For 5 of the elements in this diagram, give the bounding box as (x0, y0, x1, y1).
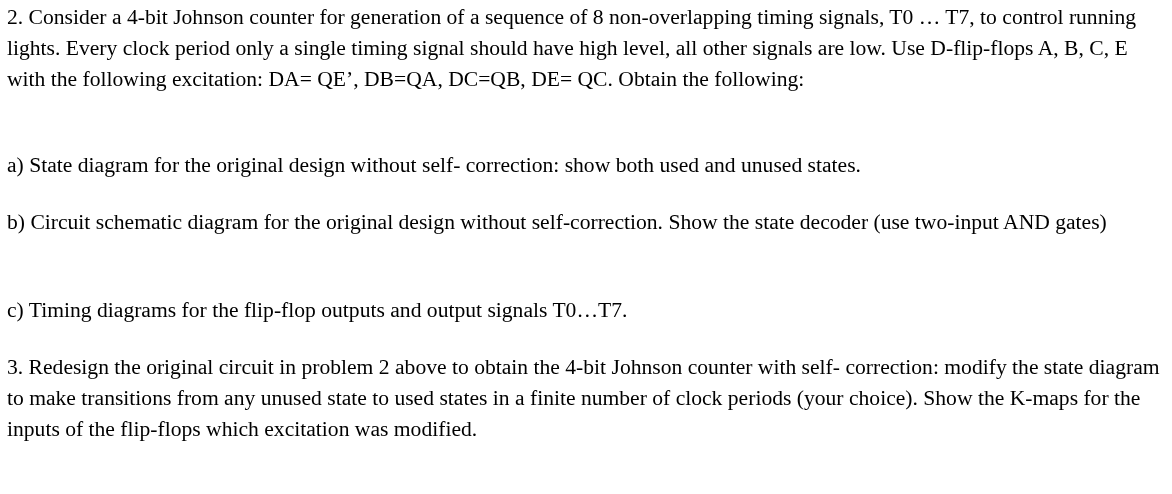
paragraph: a) State diagram for the original design without self- correction: show both used and unused states. (7, 152, 862, 179)
paragraph: 2. Consider a 4-bit Johnson counter for generation of a sequence of 8 non-overlapping timing signals, T0 … T7, to control running lights. Every clock period only a single timing signal should have high level, all other signals are low. Use D-flip-flops A, B, C, E with the following excitation: DA= QE’, DB=QA, DC=QB, DE= QC. Obtain the following: (7, 4, 1138, 93)
paragraph: 3. Redesign the original circuit in problem 2 above to obtain the 4-bit Johnson counter with self- correction: modify the state diagram to make transitions from any unused state to used states in a finite number of clock periods (your choice). Show the K-maps for the inputs of the flip-flops which excitation was modified. (7, 354, 1161, 443)
paragraph: b) Circuit schematic diagram for the original design without self-correction. Show the state decoder (use two-input AND gates) (7, 209, 1108, 236)
paragraph: c) Timing diagrams for the flip-flop outputs and output signals T0…T7. (7, 297, 629, 324)
